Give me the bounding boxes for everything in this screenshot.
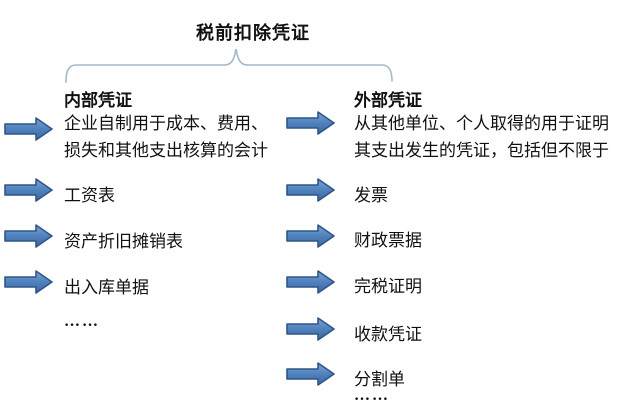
left-column-heading: 内部凭证 bbox=[64, 91, 132, 110]
right-item-invoice: 发票 bbox=[354, 186, 388, 205]
right-ellipsis: …… bbox=[354, 387, 390, 404]
arrow-right-icon bbox=[286, 362, 335, 386]
right-item-fiscal-bills: 财政票据 bbox=[354, 231, 422, 250]
right-description-line-2: 其支出发生的凭证，包括但不限于 bbox=[354, 141, 609, 160]
arrow-right-icon bbox=[4, 270, 53, 294]
left-item-depreciation: 资产折旧摊销表 bbox=[64, 232, 183, 251]
arrow-right-icon bbox=[4, 178, 53, 202]
arrow-right-icon bbox=[286, 317, 335, 341]
left-description-line-2: 损失和其他支出核算的会计 bbox=[64, 141, 268, 160]
diagram-title: 税前扣除凭证 bbox=[196, 23, 310, 43]
arrow-right-icon bbox=[4, 117, 53, 141]
left-description-line-1: 企业自制用于成本、费用、 bbox=[64, 114, 268, 133]
right-column-heading: 外部凭证 bbox=[354, 91, 422, 110]
left-column-description: 企业自制用于成本、费用、 损失和其他支出核算的会计 bbox=[64, 110, 268, 164]
right-item-tax-payment-certificate: 完税证明 bbox=[354, 277, 422, 296]
left-item-warehouse-receipts: 出入库单据 bbox=[64, 278, 149, 297]
arrow-right-icon bbox=[286, 270, 335, 294]
arrow-right-icon bbox=[4, 224, 53, 248]
curly-brace-icon bbox=[65, 48, 393, 83]
right-item-receipt-voucher: 收款凭证 bbox=[354, 325, 422, 344]
arrow-right-icon bbox=[286, 111, 335, 135]
left-item-payroll: 工资表 bbox=[64, 186, 115, 205]
arrow-right-icon bbox=[286, 178, 335, 202]
right-column-description: 从其他单位、个人取得的用于证明 其支出发生的凭证，包括但不限于 bbox=[354, 110, 609, 164]
right-description-line-1: 从其他单位、个人取得的用于证明 bbox=[354, 114, 609, 133]
right-item-split-sheet: 分割单 bbox=[354, 370, 405, 389]
left-ellipsis: …… bbox=[64, 313, 100, 330]
arrow-right-icon bbox=[286, 224, 335, 248]
